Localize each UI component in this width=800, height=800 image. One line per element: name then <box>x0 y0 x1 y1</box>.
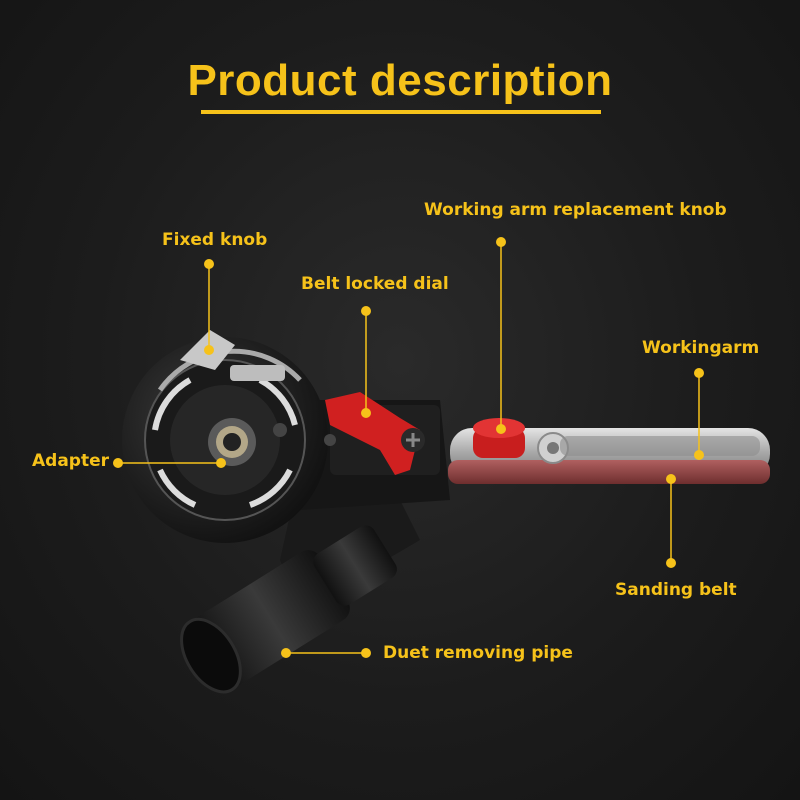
label-belt-locked-dial: Belt locked dial <box>301 274 449 294</box>
label-workingarm: Workingarm <box>642 338 760 358</box>
pipe-dot <box>361 648 371 658</box>
workingarm-target-dot <box>694 450 704 460</box>
label-fixed-knob: Fixed knob <box>162 230 268 250</box>
label-duct-removing-pipe: Duet removing pipe <box>383 643 573 663</box>
adapter-target-dot <box>216 458 226 468</box>
working-arm <box>448 428 770 484</box>
red-belt-lock-dial <box>325 392 425 475</box>
replacement-knob-dot <box>496 237 506 247</box>
belt-dial-target-dot <box>361 408 371 418</box>
label-sanding-belt: Sanding belt <box>615 580 737 600</box>
sanding-belt-dot <box>666 558 676 568</box>
page-title: Product description <box>187 56 613 105</box>
label-adapter: Adapter <box>32 451 110 471</box>
workingarm-dot <box>694 368 704 378</box>
red-replacement-knob <box>473 418 525 458</box>
belt-dial-dot <box>361 306 371 316</box>
fixed-knob-dot <box>204 259 214 269</box>
label-working-arm-replacement-knob: Working arm replacement knob <box>424 200 727 220</box>
title-underline <box>201 110 601 114</box>
sanding-belt-target-dot <box>666 474 676 484</box>
pipe-target-dot <box>281 648 291 658</box>
replacement-knob-target-dot <box>496 424 506 434</box>
fixed-knob-target-dot <box>204 345 214 355</box>
adapter-disk <box>122 337 336 543</box>
adapter-dot <box>113 458 123 468</box>
